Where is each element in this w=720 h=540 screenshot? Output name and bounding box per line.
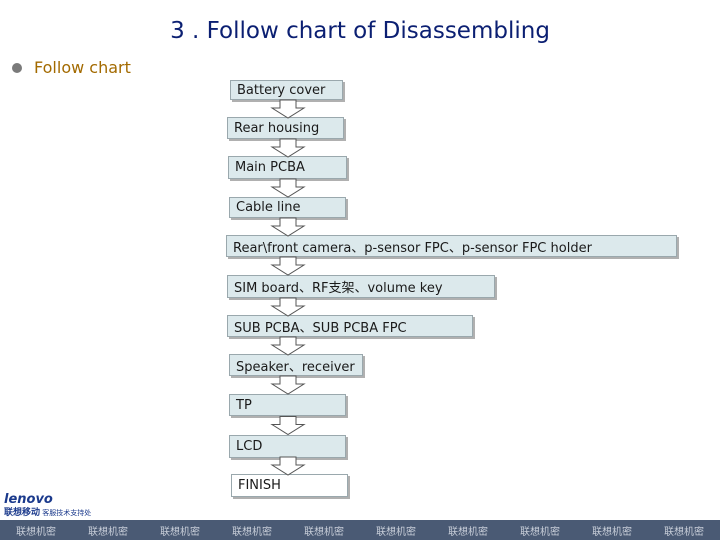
footer-confidential-label: 联想机密: [520, 526, 560, 538]
down-arrow-icon: [270, 375, 306, 395]
step-tp: TP: [229, 394, 346, 416]
down-arrow-icon: [270, 138, 306, 158]
step-speaker-receiver: Speaker、receiver: [229, 354, 363, 376]
down-arrow-icon: [270, 99, 306, 119]
down-arrow-icon: [270, 217, 306, 237]
step-main-pcba: Main PCBA: [228, 156, 347, 179]
footer-confidential-label: 联想机密: [88, 526, 128, 538]
step-finish: FINISH: [231, 474, 348, 497]
footer-confidential-label: 联想机密: [304, 526, 344, 538]
logo-subtitle: 联想移动 客服技术支持处: [4, 506, 91, 520]
bullet-text: Follow chart: [34, 58, 131, 77]
footer-confidential-label: 联想机密: [160, 526, 200, 538]
logo-chinese-name: 联想移动: [4, 508, 41, 518]
step-rear-housing: Rear housing: [227, 117, 344, 139]
down-arrow-icon: [270, 256, 306, 276]
step-cable-line: Cable line: [229, 197, 346, 218]
down-arrow-icon: [270, 336, 306, 356]
footer-bar: 联想机密 联想机密 联想机密 联想机密 联想机密 联想机密 联想机密 联想机密 …: [0, 520, 720, 540]
step-camera-psensor: Rear\front camera、p-sensor FPC、p-sensor …: [226, 235, 677, 257]
down-arrow-icon: [270, 456, 306, 476]
slide-title: 3 . Follow chart of Disassembling: [170, 18, 550, 44]
step-sim-board: SIM board、RF支架、volume key: [227, 275, 495, 298]
bullet-item: Follow chart: [12, 58, 131, 77]
step-lcd: LCD: [229, 435, 346, 458]
logo-tagline: 客服技术支持处: [42, 509, 92, 517]
down-arrow-icon: [270, 178, 306, 198]
step-battery-cover: Battery cover: [230, 80, 343, 100]
footer-confidential-label: 联想机密: [592, 526, 632, 538]
down-arrow-icon: [270, 416, 306, 436]
step-sub-pcba: SUB PCBA、SUB PCBA FPC: [227, 315, 473, 337]
footer-confidential-label: 联想机密: [376, 526, 416, 538]
down-arrow-icon: [270, 297, 306, 317]
lenovo-logo: lenovo 联想移动 客服技术支持处: [4, 493, 91, 520]
footer-confidential-label: 联想机密: [232, 526, 272, 538]
footer-confidential-label: 联想机密: [664, 526, 704, 538]
footer-confidential-label: 联想机密: [448, 526, 488, 538]
bullet-dot-icon: [12, 62, 22, 73]
footer-confidential-label: 联想机密: [16, 526, 56, 538]
logo-brand: lenovo: [4, 492, 53, 507]
